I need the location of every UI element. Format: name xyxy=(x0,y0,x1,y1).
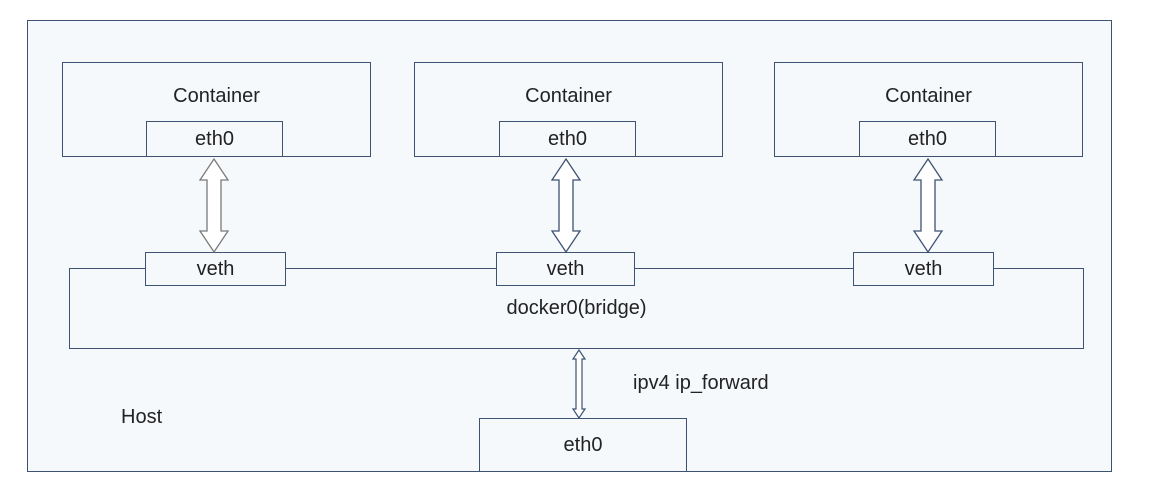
bridge-label: docker0(bridge) xyxy=(506,297,647,319)
veth-2: veth xyxy=(496,252,635,286)
veth-3: veth xyxy=(853,252,994,286)
double-arrow-3 xyxy=(912,157,944,254)
host-eth0: eth0 xyxy=(479,418,687,472)
container-title: Container xyxy=(885,85,972,107)
double-arrow-forward xyxy=(571,348,587,420)
veth-1: veth xyxy=(145,252,286,286)
container-eth0-2: eth0 xyxy=(499,121,636,157)
ip-forward-label: ipv4 ip_forward xyxy=(633,372,769,394)
double-arrow-2 xyxy=(550,157,582,254)
container-eth0-3: eth0 xyxy=(859,121,996,157)
container-title: Container xyxy=(525,85,612,107)
double-arrow-1 xyxy=(198,157,230,254)
host-label: Host xyxy=(121,406,163,428)
container-title: Container xyxy=(173,85,260,107)
container-eth0-1: eth0 xyxy=(146,121,283,157)
